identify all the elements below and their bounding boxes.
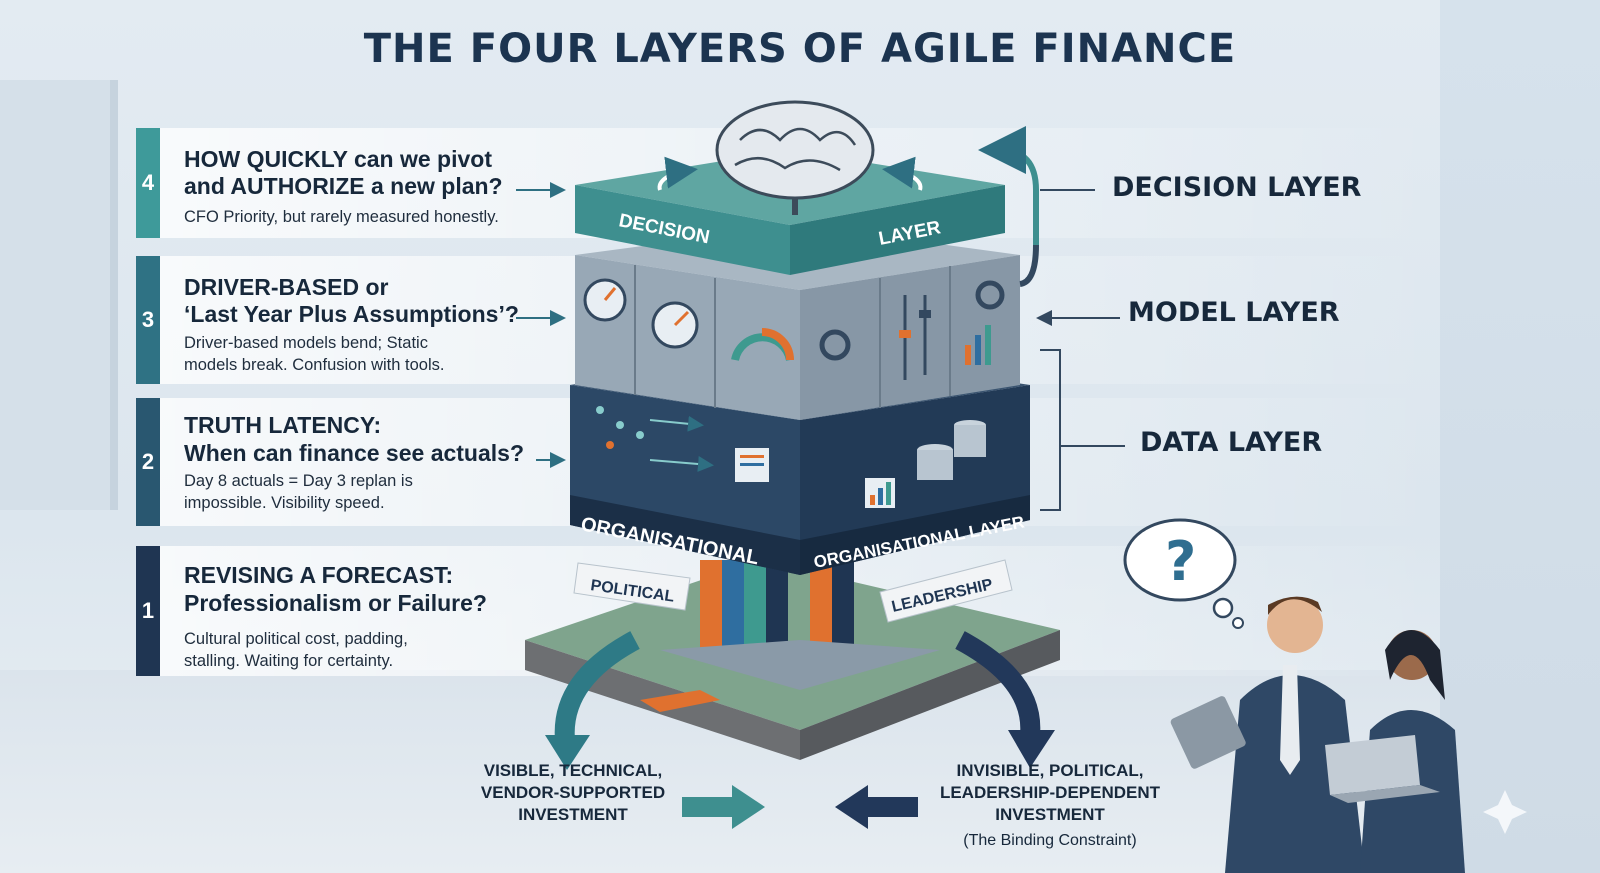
row-description-line: CFO Priority, but rarely measured honest… xyxy=(184,208,499,226)
data-layer-block xyxy=(570,350,1030,575)
foundation-pillar xyxy=(660,560,940,690)
background-wall-panel xyxy=(0,80,118,510)
question-mark-icon: ? xyxy=(1165,530,1196,593)
visible-investment-line: VISIBLE, TECHNICAL, xyxy=(483,761,663,780)
row-description-line: models break. Confusion with tools. xyxy=(184,356,445,374)
decision-layer-label: DECISION LAYER xyxy=(1112,172,1362,203)
thought-bubble: ? xyxy=(1123,518,1244,629)
converge-arrow-left xyxy=(682,785,765,829)
model-layer-label: MODEL LAYER xyxy=(1128,297,1340,328)
data-layer-label: DATA LAYER xyxy=(1140,427,1323,458)
invisible-investment-text: INVISIBLE, POLITICAL, LEADERSHIP-DEPENDE… xyxy=(915,760,1185,852)
row-number-badge: 3 xyxy=(136,256,160,384)
row-number-badge: 1 xyxy=(136,546,160,676)
converge-arrow-right xyxy=(835,785,918,829)
row-description-line: impossible. Visibility speed. xyxy=(184,494,385,512)
visible-investment-line: INVESTMENT xyxy=(518,805,628,824)
row-question-line: and AUTHORIZE a new plan? xyxy=(184,173,503,199)
row-question-line: TRUTH LATENCY: xyxy=(184,412,382,438)
page-title: THE FOUR LAYERS OF AGILE FINANCE xyxy=(363,26,1237,72)
visible-investment-text: VISIBLE, TECHNICAL, VENDOR-SUPPORTED INV… xyxy=(458,760,688,826)
brain-icon xyxy=(715,100,875,215)
sparkle-icon xyxy=(1483,790,1527,834)
visible-investment-curve-arrow xyxy=(554,631,640,741)
invisible-investment-line: INVISIBLE, POLITICAL, xyxy=(956,761,1144,780)
row-question-line: REVISING A FORECAST: xyxy=(184,562,454,588)
invisible-investment-line: INVESTMENT xyxy=(995,805,1105,824)
invisible-investment-line: LEADERSHIP-DEPENDENT xyxy=(939,783,1161,802)
row-question-line: ‘Last Year Plus Assumptions’? xyxy=(184,301,519,327)
row-question-line: DRIVER-BASED or xyxy=(184,274,389,300)
binding-constraint-note: (The Binding Constraint) xyxy=(963,832,1137,849)
visible-investment-arrowhead xyxy=(545,735,590,770)
invisible-investment-arrowhead xyxy=(1008,730,1055,768)
businesswoman-figure xyxy=(1325,630,1465,873)
row-description-line: Day 8 actuals = Day 3 replan is xyxy=(184,472,413,490)
row-number-badge: 4 xyxy=(136,128,160,238)
decision-feedback-arrow xyxy=(978,126,1039,245)
visible-investment-line: VENDOR-SUPPORTED xyxy=(480,783,666,802)
political-tag: POLITICAL xyxy=(573,562,691,611)
data-layer-bracket xyxy=(1040,349,1061,511)
row-number-badge: 2 xyxy=(136,398,160,526)
row-description-line: Cultural political cost, padding, xyxy=(184,630,408,648)
row-question-line: Professionalism or Failure? xyxy=(184,590,487,616)
background-window xyxy=(1440,0,1600,873)
decision-feedback-arrow-lower xyxy=(1019,244,1039,287)
row-question-line: When can finance see actuals? xyxy=(184,440,525,466)
row-question-line: HOW QUICKLY can we pivot xyxy=(184,146,492,172)
businessman-figure xyxy=(1170,596,1365,873)
invisible-investment-curve-arrow xyxy=(955,631,1041,736)
row-description-line: stalling. Waiting for certainty. xyxy=(184,652,394,670)
row-description-line: Driver-based models bend; Static xyxy=(184,334,428,352)
